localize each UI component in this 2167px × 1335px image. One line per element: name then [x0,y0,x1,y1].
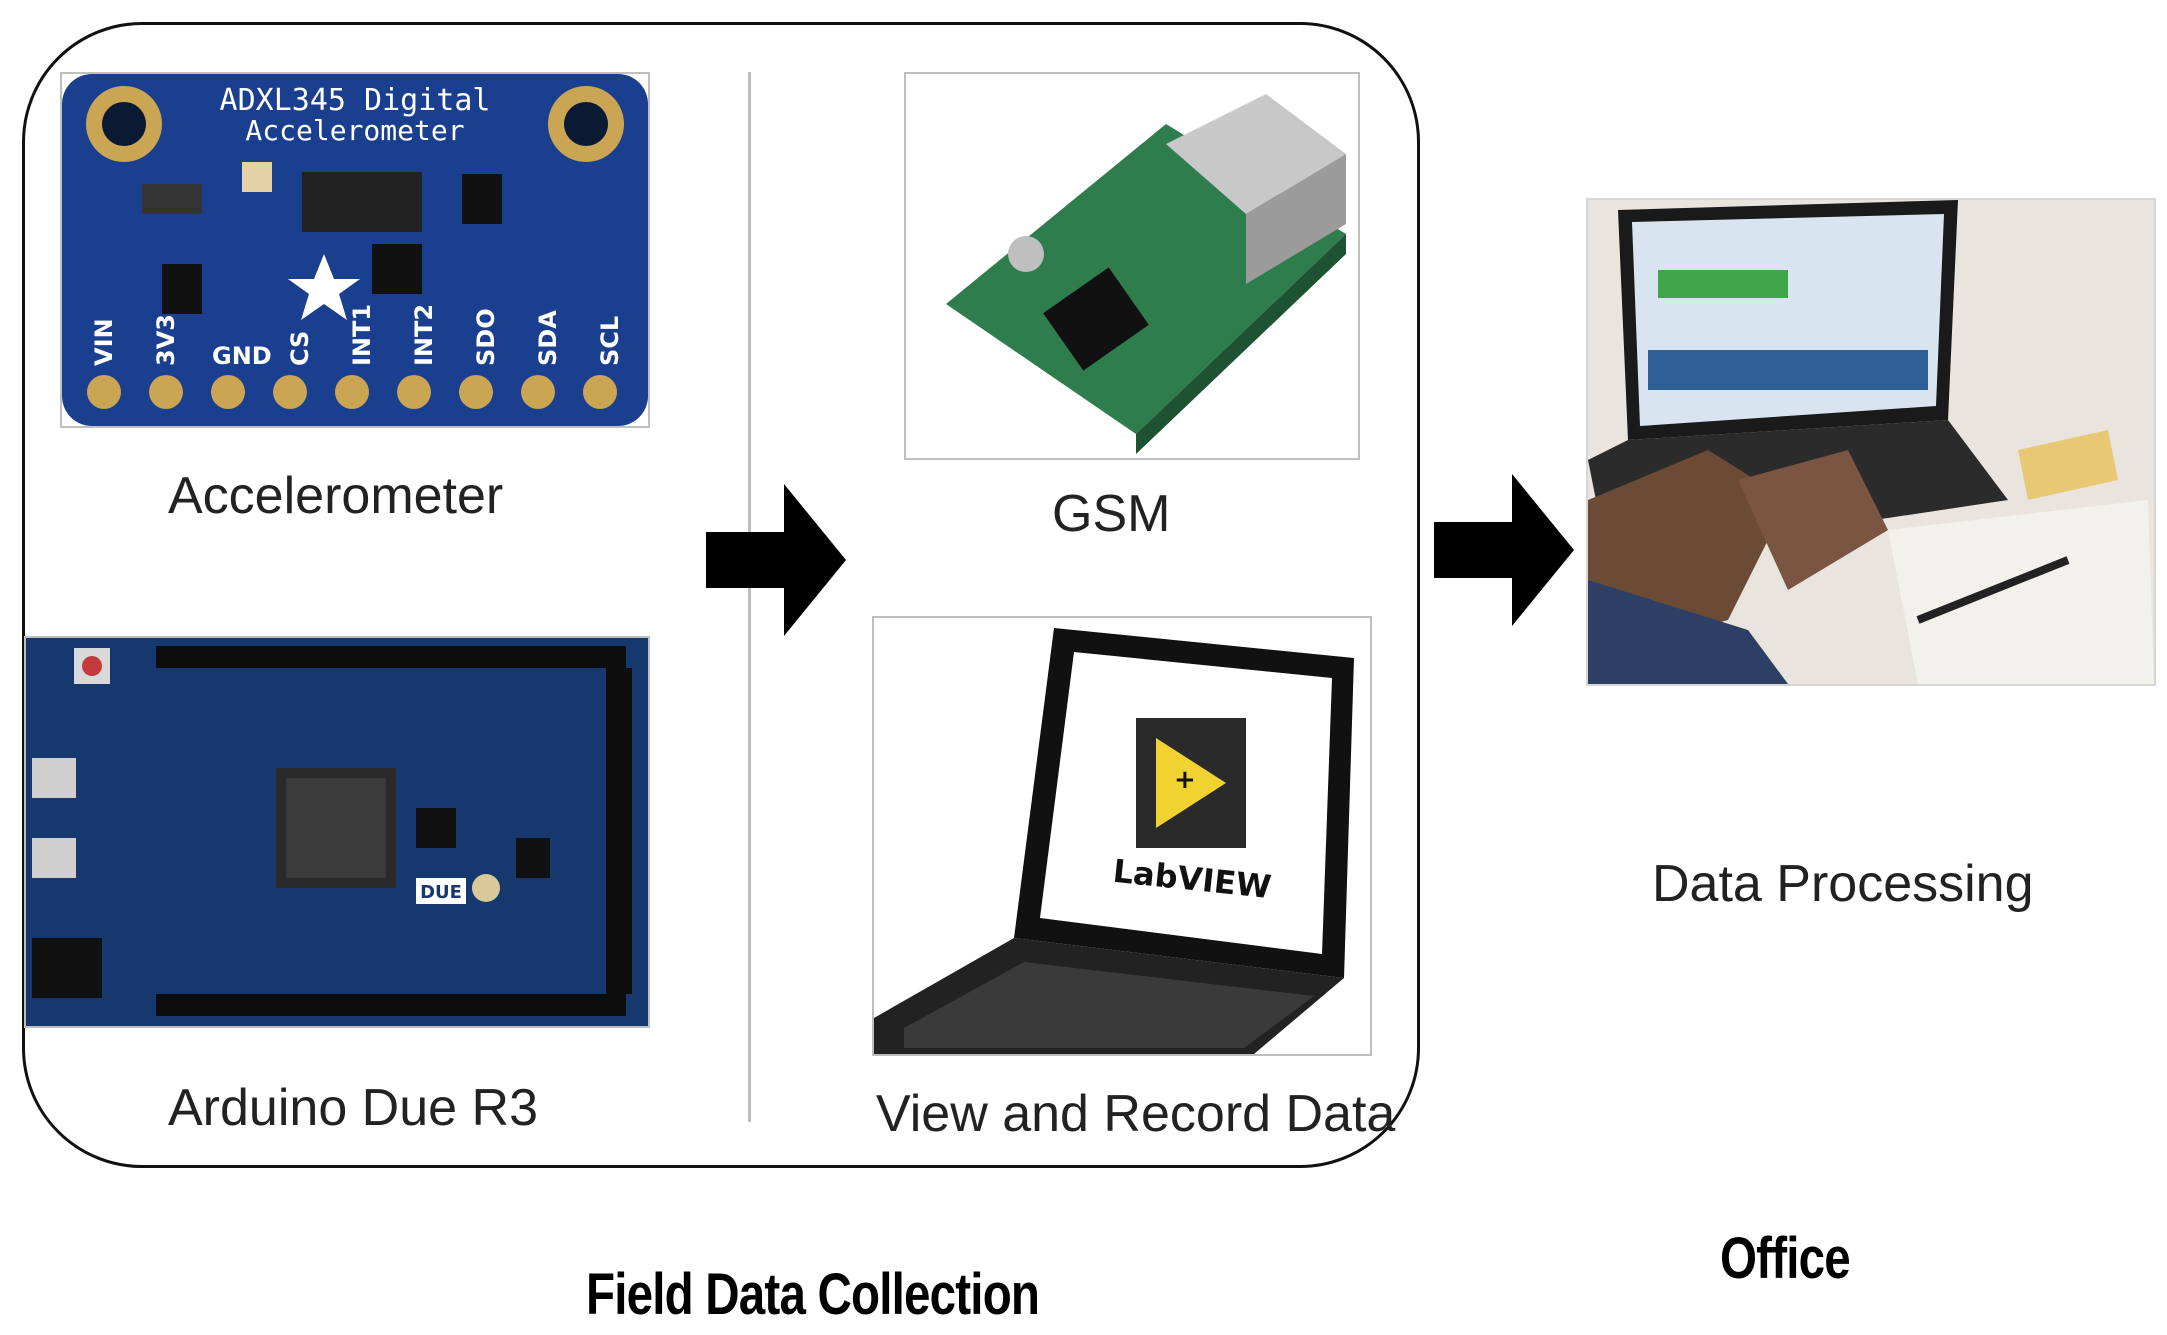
view-record-data-caption: View and Record Data [876,1085,1396,1143]
office-label: Office [1720,1226,1851,1291]
pin-label: INT2 [410,304,438,366]
accelerometer-board-text-2: Accelerometer [245,114,464,147]
gsm-image [904,72,1360,460]
labview-laptop-image: + LabVIEW [872,616,1372,1056]
accelerometer-caption: Accelerometer [168,467,504,525]
pin-label: CS [286,331,314,366]
group-divider [748,72,751,1122]
pin-label: INT1 [348,304,376,366]
pin-label: GND [212,342,272,370]
arduino-board-text: DUE [420,882,462,903]
field-data-collection-group [22,22,1420,1168]
arrow-right-icon [1434,474,1574,626]
pin-label: SDO [472,308,500,366]
accelerometer-board-text-1: ADXL345 Digital [220,83,491,118]
accelerometer-image: ADXL345 Digital Accelerometer VIN 3V3 GN… [60,72,650,428]
svg-text:+: + [1174,765,1196,795]
data-processing-image [1586,198,2156,686]
pin-label: SDA [534,310,562,366]
arrow-right-icon [706,484,846,636]
pin-label: SCL [596,316,624,366]
arduino-due-image: DUE [24,636,650,1028]
pin-label: 3V3 [152,314,180,366]
data-processing-caption: Data Processing [1652,855,2034,913]
pin-label: VIN [90,318,118,366]
gsm-caption: GSM [1052,485,1171,543]
field-data-collection-label: Field Data Collection [586,1262,1040,1327]
arduino-due-caption: Arduino Due R3 [168,1079,538,1137]
